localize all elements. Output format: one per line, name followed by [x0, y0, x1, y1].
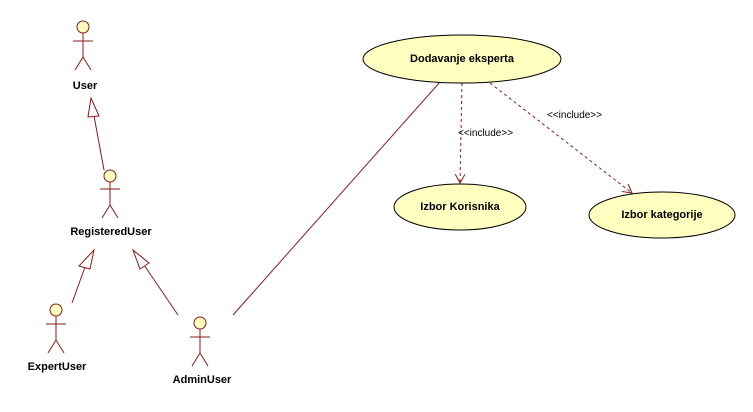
- include-label-kategorije: <<include>>: [547, 110, 602, 121]
- stick-figure-icon: [46, 303, 66, 354]
- generalization-registered-to-user: [87, 96, 105, 171]
- use-case-izbor-kategorije[interactable]: Izbor kategorije: [588, 191, 736, 239]
- association-admin-dodavanje: [232, 81, 441, 316]
- use-case-label-dodavanje: Dodavanje eksperta: [410, 53, 515, 65]
- stick-figure-icon: [73, 20, 93, 71]
- actor-label-user: User: [73, 80, 98, 92]
- actor-label-expert-user: ExpertUser: [28, 361, 87, 373]
- actor-user[interactable]: User: [73, 20, 98, 92]
- use-case-izbor-korisnika[interactable]: Izbor Korisnika: [393, 183, 527, 231]
- actor-label-registered-user: RegisteredUser: [70, 226, 152, 238]
- stick-figure-icon: [100, 169, 120, 219]
- actor-registered-user[interactable]: RegisteredUser: [70, 169, 152, 238]
- use-case-label-kategorije: Izbor kategorije: [621, 209, 702, 221]
- actor-label-admin-user: AdminUser: [173, 374, 232, 386]
- actor-admin-user[interactable]: AdminUser: [173, 316, 232, 386]
- stick-figure-icon: [190, 316, 210, 367]
- generalization-admin-to-registered: [131, 248, 179, 316]
- include-label-korisnika: <<include>>: [458, 128, 513, 139]
- use-case-label-korisnika: Izbor Korisnika: [420, 201, 500, 213]
- use-case-dodavanje-eksperta[interactable]: Dodavanje eksperta: [362, 34, 562, 84]
- actor-expert-user[interactable]: ExpertUser: [28, 303, 87, 373]
- include-to-korisnika: [460, 82, 462, 183]
- generalization-expert-to-registered: [71, 248, 95, 304]
